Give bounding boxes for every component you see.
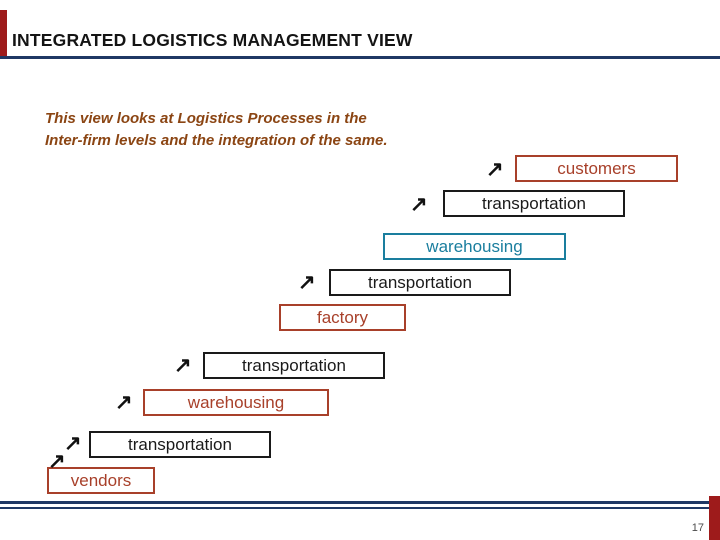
- up-right-arrow-icon: ↗: [174, 354, 192, 377]
- step-box-warehousing-1: warehousing: [383, 233, 566, 260]
- up-right-arrow-icon: ↗: [48, 450, 66, 473]
- step-box-customers: customers: [515, 155, 678, 182]
- top-left-accent-bar: [0, 10, 7, 57]
- footer-rule-bottom: [0, 507, 720, 509]
- step-box-vendors: vendors: [47, 467, 155, 494]
- title-underline: [0, 56, 720, 59]
- slide-title: INTEGRATED LOGISTICS MANAGEMENT VIEW: [12, 30, 413, 50]
- up-right-arrow-icon: ↗: [115, 391, 133, 414]
- step-box-warehousing-2: warehousing: [143, 389, 329, 416]
- intro-line-2: Inter-firm levels and the integration of…: [45, 131, 388, 149]
- intro-text: This view looks at Logistics Processes i…: [45, 108, 388, 152]
- up-right-arrow-icon: ↗: [298, 271, 316, 294]
- intro-line-1: This view looks at Logistics Processes i…: [45, 110, 367, 127]
- step-box-transportation-4: transportation: [89, 431, 271, 458]
- up-right-arrow-icon: ↗: [410, 193, 428, 216]
- up-right-arrow-icon: ↗: [64, 432, 82, 455]
- step-box-factory: factory: [279, 304, 406, 331]
- bottom-right-accent-bar: [709, 496, 720, 540]
- step-box-transportation-2: transportation: [329, 269, 511, 296]
- footer-rule-top: [0, 501, 720, 504]
- up-right-arrow-icon: ↗: [486, 158, 504, 181]
- step-box-transportation-1: transportation: [443, 190, 625, 217]
- step-box-transportation-3: transportation: [203, 352, 385, 379]
- page-number: 17: [691, 522, 704, 534]
